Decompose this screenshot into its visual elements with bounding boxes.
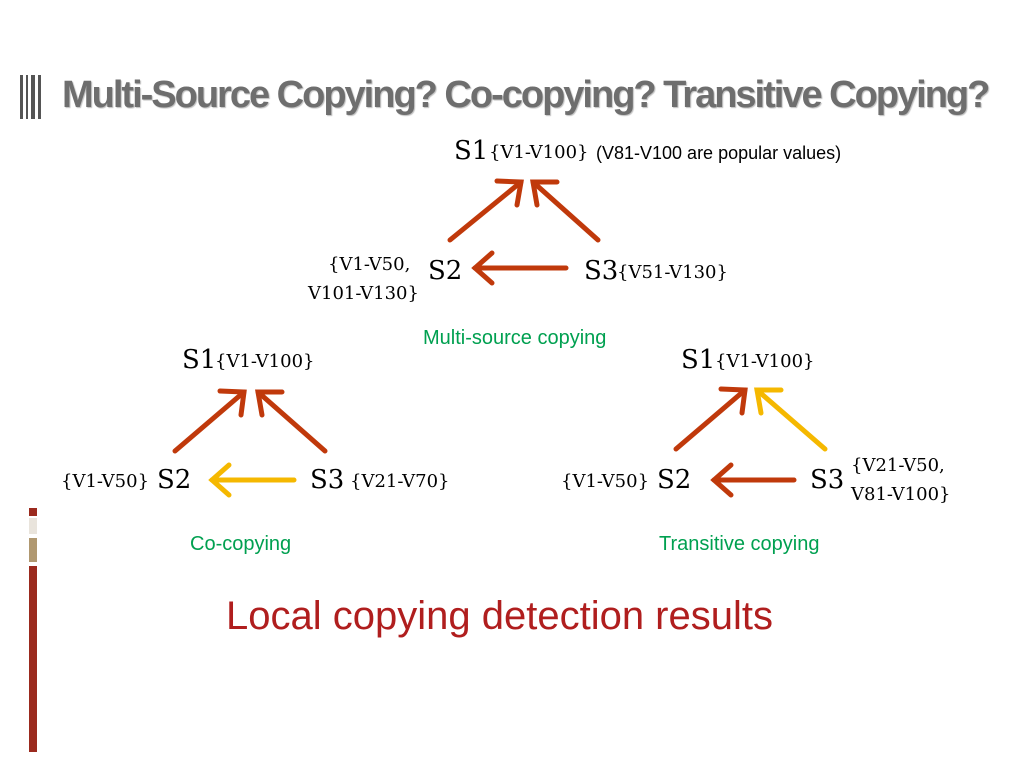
arrow-right-s3-to-s1: [754, 387, 828, 452]
right-s3-values-line1: {V21-V50,: [851, 455, 945, 476]
arrow-left-s3-to-s2: [208, 462, 297, 498]
right-s3-values-line2: V81-V100}: [851, 484, 951, 505]
right-s2-values: {V1-V50}: [561, 471, 650, 492]
right-s3-node: S3: [810, 465, 845, 495]
arrow-left-s3-to-s1: [255, 389, 328, 454]
right-caption: Transitive copying: [659, 533, 820, 555]
side-bar-dark: [29, 508, 37, 516]
arrow-right-s2-to-s1: [673, 386, 748, 452]
arrow-top-s3-to-s2: [471, 250, 569, 286]
title-bars-icon: [20, 75, 41, 119]
left-s2-node: S2: [157, 465, 192, 495]
top-s1-node: S1: [454, 136, 489, 166]
right-s2-node: S2: [657, 465, 692, 495]
top-s2-node: S2: [428, 256, 463, 286]
arrow-top-s3-to-s1: [530, 179, 601, 243]
left-s2-values: {V1-V50}: [61, 471, 150, 492]
side-bar-light: [29, 518, 37, 534]
top-s1-values: {V1-V100}: [489, 142, 589, 163]
side-bar-tan: [29, 538, 37, 562]
right-s1-node: S1: [681, 345, 716, 375]
arrow-top-s2-to-s1: [447, 178, 524, 243]
top-popular-note: (V81-V100 are popular values): [596, 143, 842, 163]
right-s1-values: {V1-V100}: [715, 351, 815, 372]
top-s2-values-line1: {V1-V50,: [328, 254, 411, 275]
left-s1-node: S1: [182, 345, 217, 375]
left-caption: Co-copying: [190, 533, 292, 555]
arrow-right-s3-to-s2: [710, 462, 797, 498]
top-s2-values-line2: V101-V130}: [308, 283, 419, 304]
top-s3-values: {V51-V130}: [617, 262, 728, 283]
left-s3-node: S3: [310, 465, 345, 495]
left-s1-values: {V1-V100}: [215, 351, 315, 372]
left-s3-values: {V21-V70}: [350, 471, 450, 492]
arrow-left-s2-to-s1: [172, 388, 247, 454]
side-bar-long: [29, 566, 37, 752]
slide-title: Multi-Source Copying? Co-copying? Transi…: [62, 74, 990, 116]
slide-footer: Local copying detection results: [226, 594, 773, 638]
top-s3-node: S3: [584, 256, 619, 286]
top-caption: Multi-source copying: [423, 327, 607, 349]
